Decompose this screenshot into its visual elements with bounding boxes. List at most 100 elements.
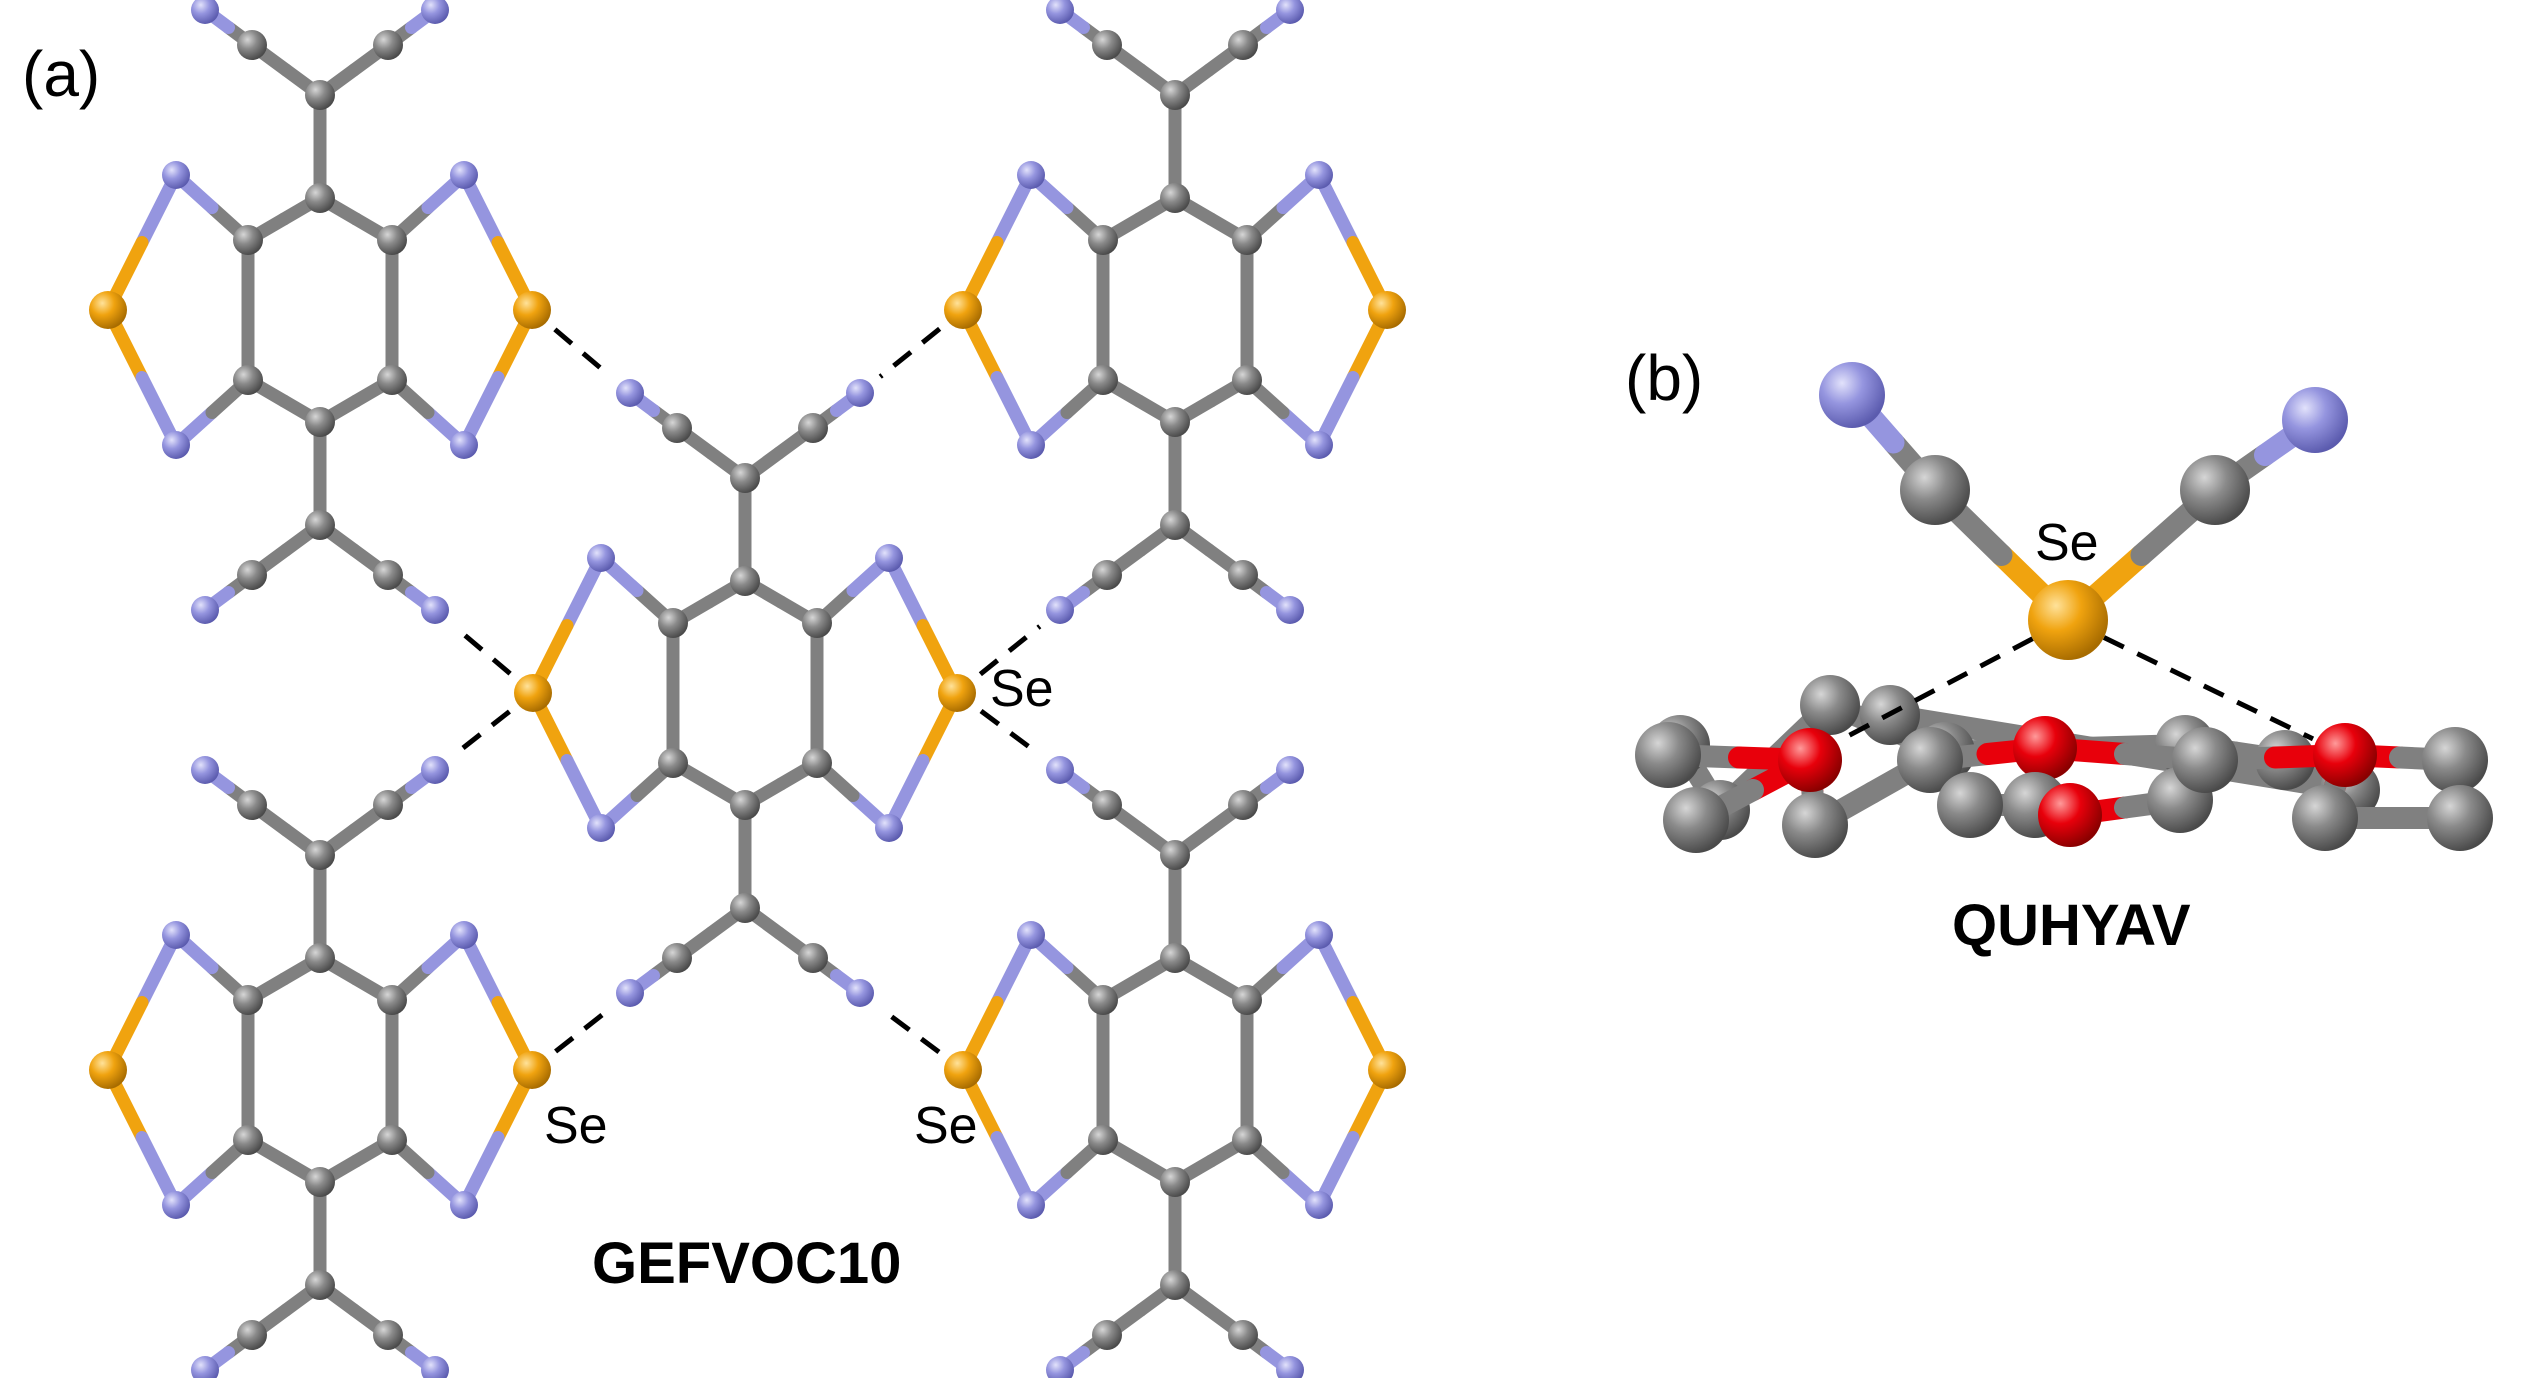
nitrogen-atom [1276, 1356, 1304, 1378]
carbon-atom [730, 566, 760, 596]
carbon-atom [658, 608, 688, 638]
carbon-atom [1228, 30, 1258, 60]
carbon-atom [1092, 30, 1122, 60]
nitrogen-atom [875, 544, 903, 572]
carbon-atom [1897, 727, 1963, 793]
nitrogen-atom [421, 1356, 449, 1378]
selenium-atom [2028, 580, 2108, 660]
nitrogen-atom [1305, 431, 1333, 459]
carbon-atom [798, 943, 828, 973]
selenium-atom [513, 291, 551, 329]
carbon-atom [662, 413, 692, 443]
carbon-atom [1160, 1167, 1190, 1197]
se-label-panel-b: Se [2035, 514, 2099, 572]
carbon-atom [1800, 675, 1860, 735]
nitrogen-atom [1046, 756, 1074, 784]
nitrogen-atom [1046, 0, 1074, 24]
nitrogen-atom [1305, 1191, 1333, 1219]
selenium-atom [1368, 1051, 1406, 1089]
se-label-bottom-left: Se [544, 1097, 608, 1155]
carbon-atom [237, 1320, 267, 1350]
nitrogen-atom [191, 1356, 219, 1378]
nitrogen-atom [1276, 596, 1304, 624]
carbon-atom [730, 893, 760, 923]
carbon-atom [1088, 225, 1118, 255]
carbon-atom [1092, 560, 1122, 590]
carbon-atom [1160, 510, 1190, 540]
carbon-atom [233, 985, 263, 1015]
carbon-atom [1228, 560, 1258, 590]
selenium-atom [89, 1051, 127, 1089]
nitrogen-atom [1017, 431, 1045, 459]
refcode-quhyav: QUHYAV [1952, 893, 2191, 958]
se-n-contact [979, 708, 1041, 757]
se-n-contact [453, 709, 511, 756]
carbon-atom [1782, 792, 1848, 858]
nitrogen-atom [191, 0, 219, 24]
carbon-atom [1232, 365, 1262, 395]
selenium-atom [944, 1051, 982, 1089]
carbon-atom [1160, 183, 1190, 213]
selenium-atom [944, 291, 982, 329]
nitrogen-atom [421, 0, 449, 24]
se-n-contact [879, 1006, 941, 1055]
carbon-atom [1232, 985, 1262, 1015]
carbon-atom [2180, 455, 2250, 525]
refcode-gefvoc10: GEFVOC10 [592, 1231, 901, 1296]
nitrogen-atom [846, 379, 874, 407]
carbon-atom [1088, 985, 1118, 1015]
se-n-contact [978, 624, 1042, 677]
nitrogen-atom [162, 431, 190, 459]
carbon-atom [373, 560, 403, 590]
nitrogen-atom [162, 1191, 190, 1219]
nitrogen-atom [1046, 1356, 1074, 1378]
carbon-atom [1232, 1125, 1262, 1155]
oxygen-atom [2038, 783, 2102, 847]
carbon-atom [237, 30, 267, 60]
carbon-atom [1088, 1125, 1118, 1155]
nitrogen-atom [191, 756, 219, 784]
panel-b-label: (b) [1625, 342, 1703, 414]
carbon-atom [2172, 727, 2238, 793]
nitrogen-atom [1305, 161, 1333, 189]
nitrogen-atom [1017, 161, 1045, 189]
carbon-atom [233, 365, 263, 395]
nitrogen-atom [421, 756, 449, 784]
carbon-atom [373, 30, 403, 60]
panel-a-label: (a) [22, 38, 100, 110]
se-o-contact [2102, 635, 2315, 742]
carbon-atom [305, 407, 335, 437]
nitrogen-atom [191, 596, 219, 624]
carbon-atom [1228, 1320, 1258, 1350]
carbon-atom [1228, 790, 1258, 820]
carbon-atom [305, 510, 335, 540]
oxygen-atom [2013, 716, 2077, 780]
carbon-atom [802, 748, 832, 778]
carbon-atom [2292, 785, 2358, 851]
se-n-contact [554, 1007, 612, 1054]
carbon-atom [233, 225, 263, 255]
nitrogen-atom [2282, 387, 2348, 453]
carbon-atom [305, 840, 335, 870]
carbon-atom [798, 413, 828, 443]
carbon-atom [1088, 365, 1118, 395]
carbon-atom [1160, 407, 1190, 437]
oxygen-atom [1778, 728, 1842, 792]
carbon-atom [1900, 455, 1970, 525]
carbon-atom [377, 1125, 407, 1155]
selenium-atom [938, 674, 976, 712]
carbon-atom [1160, 840, 1190, 870]
se-label-bottom-right: Se [914, 1097, 978, 1155]
carbon-atom [305, 943, 335, 973]
selenium-atom [1368, 291, 1406, 329]
panel-a-molecules [89, 0, 1406, 1378]
selenium-atom [514, 674, 552, 712]
carbon-atom [373, 1320, 403, 1350]
carbon-atom [377, 365, 407, 395]
carbon-atom [305, 1270, 335, 1300]
nitrogen-atom [162, 921, 190, 949]
carbon-atom [730, 463, 760, 493]
nitrogen-atom [616, 979, 644, 1007]
nitrogen-atom [450, 1191, 478, 1219]
